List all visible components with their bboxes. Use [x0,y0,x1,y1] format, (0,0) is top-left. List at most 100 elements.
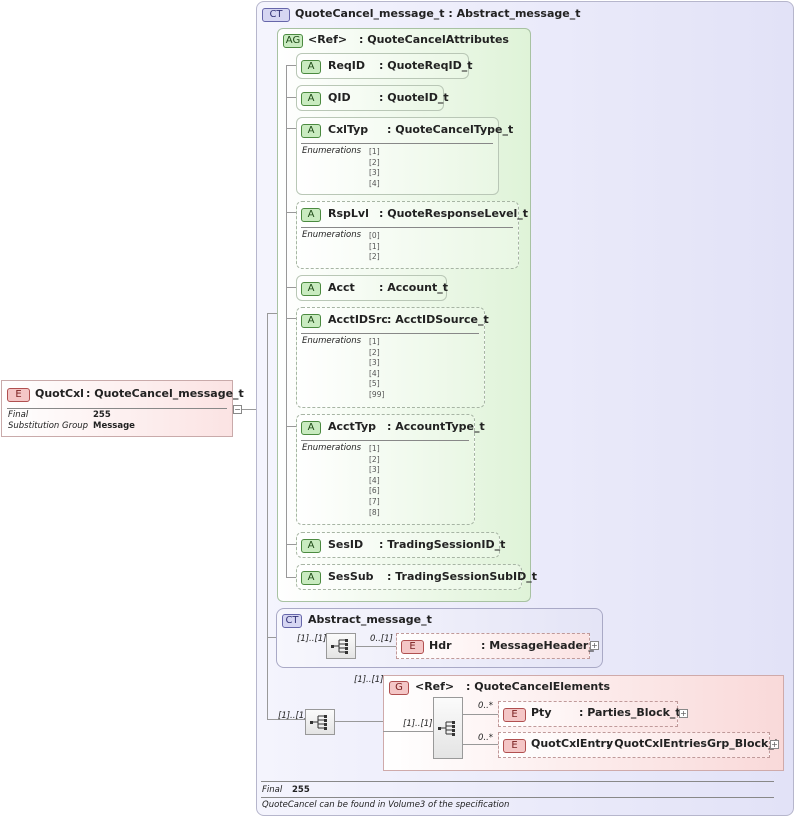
attribute-name: AcctIDSrc [328,313,388,326]
connector [286,65,287,577]
connector [286,577,296,578]
element-name: Pty [531,706,552,719]
connector [286,318,296,319]
root-element-type: : QuoteCancel_message_t [86,387,244,400]
connector [267,719,305,720]
attribute-badge: A [301,124,321,138]
connector [356,646,396,647]
connector [267,313,277,314]
expand-toggle[interactable]: + [770,740,779,749]
attribute-qid[interactable]: A QID : QuoteID_t [296,85,449,111]
element-pty[interactable]: E Pty : Parties_Block_t [498,701,681,727]
element-type: : QuotCxlEntriesGrp_Block_t [606,737,780,750]
footer-final-value: 255 [292,785,310,795]
connector [286,212,296,213]
enumeration-values: [0] [1] [2] [369,231,380,262]
sequence-icon [331,639,348,654]
attribute-type: : QuoteID_t [379,91,449,104]
expand-toggle[interactable]: + [590,641,599,650]
attribute-type: : TradingSessionID_t [379,538,506,551]
attribute-reqid[interactable]: A ReqID : QuoteReqID_t [296,53,473,79]
attribute-badge: A [301,208,321,222]
attribute-badge: A [301,60,321,74]
attribute-badge: A [301,92,321,106]
attribute-name: CxlTyp [328,123,369,136]
attribute-rsplvl[interactable]: A RspLvl : QuoteResponseLevel_t Enumerat… [296,201,528,269]
root-collapse-toggle[interactable]: − [233,405,242,414]
enumeration-values: [1] [2] [3] [4] [6] [7] [8] [369,444,380,517]
abstract-message-title: Abstract_message_t [308,613,432,626]
root-element-name: QuotCxl [35,387,84,400]
element-badge: E [401,640,424,654]
group-name: : QuoteCancelElements [466,680,611,693]
inner-sequence-multiplicity: [1]..[1] [403,719,433,729]
attribute-sessub[interactable]: A SesSub : TradingSessionSubID_t [296,564,537,590]
prop-final-value: 255 [93,410,111,420]
attribute-type: : AcctIDSource_t [387,313,489,326]
attribute-badge: A [301,421,321,435]
attribute-name: QID [328,91,351,104]
connector [286,65,296,66]
connector [286,287,296,288]
element-badge: E [7,388,30,402]
attribute-badge: A [301,282,321,296]
outer-sequence-multiplicity: [1]..[1] [278,711,308,721]
attribute-group-badge: AG [283,34,303,48]
connector [463,714,498,715]
attribute-badge: A [301,314,321,328]
attribute-accttyp[interactable]: A AcctTyp : AccountType_t Enumerations [… [296,414,485,525]
attribute-cxltyp[interactable]: A CxlTyp : QuoteCancelType_t Enumeration… [296,117,513,195]
expand-toggle[interactable]: + [679,709,688,718]
group-multiplicity: [1]..[1] [354,675,384,685]
sequence-multiplicity: [1]..[1] [297,634,327,644]
attribute-acct[interactable]: A Acct : Account_t [296,275,449,301]
connector [286,97,296,98]
attribute-type: : TradingSessionSubID_t [387,570,537,583]
sequence-compositor[interactable] [326,633,356,659]
connector [463,744,498,745]
complex-type-title: QuoteCancel_message_t : Abstract_message… [295,7,581,20]
enumerations-label: Enumerations [302,146,362,156]
complex-type-badge: CT [262,8,290,22]
group-ref: <Ref> [415,680,455,693]
connector [286,128,296,129]
enumeration-values: [1] [2] [3] [4] [369,147,380,188]
element-badge: E [503,708,526,722]
attribute-group-name: : QuoteCancelAttributes [359,33,509,46]
prop-final-key: Final [8,410,29,420]
element-multiplicity: 0..* [478,733,494,743]
attribute-name: SesID [328,538,364,551]
inner-sequence-compositor[interactable] [433,697,463,759]
prop-subst-value: Message [93,421,135,431]
element-type: : Parties_Block_t [579,706,681,719]
element-hdr[interactable]: E Hdr : MessageHeader_t [396,633,599,659]
element-badge: E [503,739,526,753]
attribute-type: : Account_t [379,281,449,294]
attribute-name: Acct [328,281,355,294]
attribute-type: : AccountType_t [387,420,485,433]
element-multiplicity: 0..[1] [370,634,393,644]
sequence-icon [310,715,327,730]
element-quotcxlentry[interactable]: E QuotCxlEntry : QuotCxlEntriesGrp_Block… [498,732,779,758]
enumeration-values: [1] [2] [3] [4] [5] [99] [369,337,385,399]
attribute-name: ReqID [328,59,366,72]
connector [267,637,277,638]
enumerations-label: Enumerations [302,443,362,453]
sequence-icon [438,721,455,736]
attribute-acctidsrc[interactable]: A AcctIDSrc : AcctIDSource_t Enumeration… [296,307,489,408]
element-type: : MessageHeader_t [481,639,600,652]
connector [267,313,268,719]
abstract-message-badge: CT [282,614,302,628]
enumerations-label: Enumerations [302,230,362,240]
group-badge: G [389,681,409,695]
attribute-type: : QuoteResponseLevel_t [379,207,529,220]
attribute-badge: A [301,539,321,553]
element-name: Hdr [429,639,452,652]
root-element-box[interactable]: E QuotCxl : QuoteCancel_message_t Final … [1,380,244,437]
connector [335,721,383,722]
attribute-sesid[interactable]: A SesID : TradingSessionID_t [296,532,505,558]
outer-sequence-compositor[interactable] [305,709,335,735]
attribute-badge: A [301,571,321,585]
prop-subst-key: Substitution Group [8,421,89,431]
attribute-type: : QuoteReqID_t [379,59,473,72]
